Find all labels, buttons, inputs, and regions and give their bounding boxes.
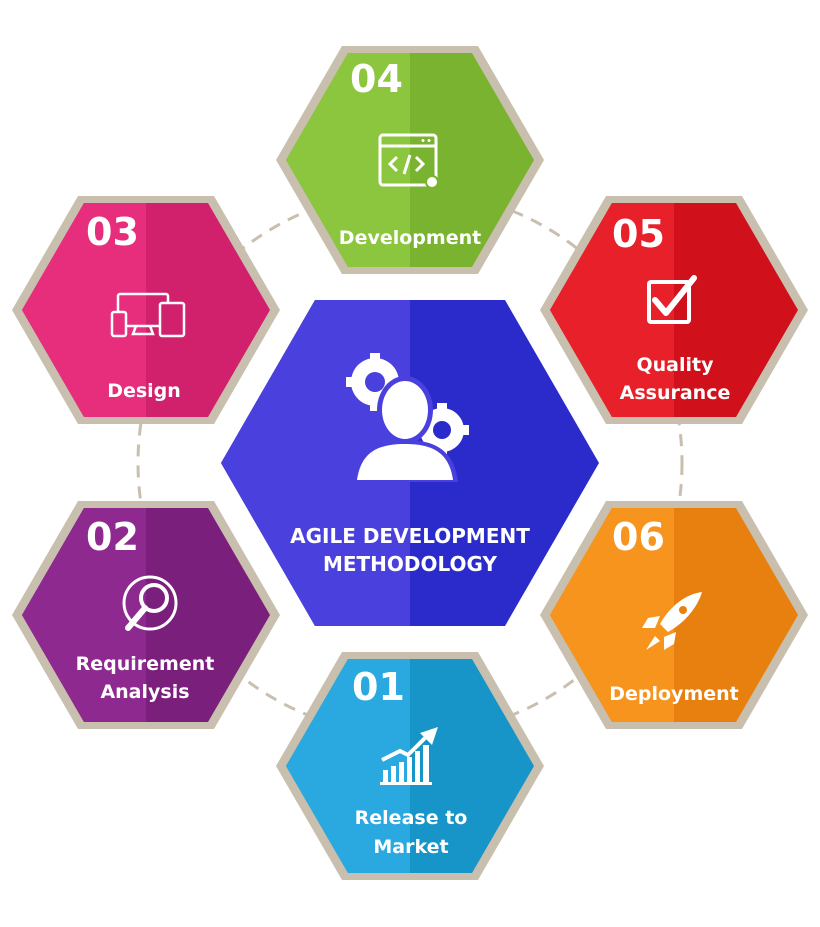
magnifier-icon (122, 575, 178, 631)
rocket-icon (642, 592, 702, 650)
team-gears-icon (346, 353, 469, 482)
stage-label: Deployment (609, 683, 739, 705)
stage-number: 02 (86, 515, 139, 559)
stage-label-line2: Assurance (620, 382, 731, 404)
stage-development: 04 Development (276, 46, 544, 274)
center-hub: AGILE DEVELOPMENT METHODOLOGY (221, 300, 599, 626)
stage-deployment: 06 Deployment (540, 501, 808, 729)
stage-label-line2: Market (373, 836, 448, 858)
stage-quality-assurance: 05 Quality Assurance (540, 196, 808, 424)
stage-label: Development (339, 227, 481, 249)
center-title-line2: METHODOLOGY (323, 552, 498, 576)
stage-release-to-market: 01 Release to Market (276, 652, 544, 880)
stage-number: 01 (352, 665, 405, 709)
stage-number: 06 (612, 515, 665, 559)
stage-design: 03 Design (12, 196, 280, 424)
stage-number: 03 (86, 210, 139, 254)
stage-requirement-analysis: 02 Requirement Analysis (12, 501, 280, 729)
stage-label: Design (107, 380, 181, 402)
devices-icon (110, 292, 186, 338)
center-title-line1: AGILE DEVELOPMENT (290, 524, 530, 548)
checkbox-icon (647, 275, 697, 324)
stage-label: Quality (637, 354, 715, 376)
stage-label: Release to (355, 807, 468, 829)
stage-number: 04 (350, 57, 403, 101)
code-window-icon (378, 133, 439, 189)
growth-chart-icon (380, 727, 438, 785)
stage-label: Requirement (76, 653, 215, 675)
stage-label-line2: Analysis (100, 681, 189, 703)
stage-number: 05 (612, 212, 665, 256)
